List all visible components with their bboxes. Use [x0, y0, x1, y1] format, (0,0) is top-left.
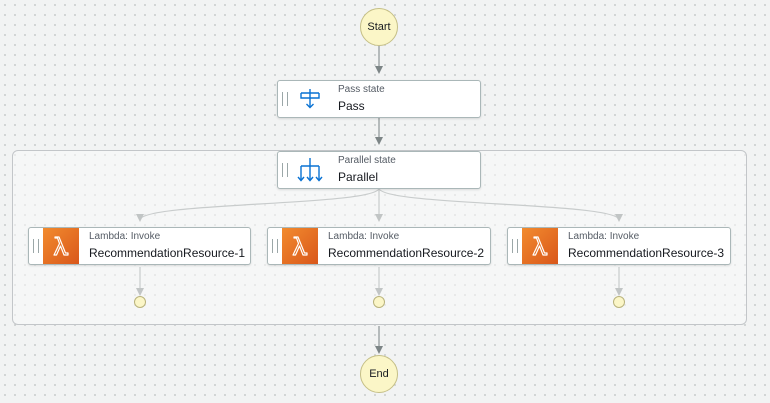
branch-2-end-marker — [373, 296, 385, 308]
drag-handle[interactable] — [33, 239, 39, 253]
pass-state-icon — [292, 81, 328, 117]
parallel-state-node[interactable]: Parallel state Parallel — [277, 151, 481, 189]
drag-handle[interactable] — [512, 239, 518, 253]
branch-2-type-label: Lambda: Invoke — [328, 231, 400, 242]
lambda-icon — [43, 228, 79, 264]
drag-handle[interactable] — [282, 92, 288, 106]
parallel-state-name: Parallel — [338, 170, 379, 184]
end-node[interactable]: End — [360, 355, 398, 393]
branch-1-end-marker — [134, 296, 146, 308]
drag-handle[interactable] — [282, 163, 288, 177]
branch-3-type-label: Lambda: Invoke — [568, 231, 640, 242]
pass-state-node[interactable]: Pass state Pass — [277, 80, 481, 118]
drag-handle[interactable] — [272, 239, 278, 253]
pass-state-type-label: Pass state — [338, 84, 385, 95]
branch-3-end-marker — [613, 296, 625, 308]
lambda-invoke-node-3[interactable]: Lambda: Invoke RecommendationResource-3 — [507, 227, 731, 265]
lambda-icon — [522, 228, 558, 264]
branch-1-type-label: Lambda: Invoke — [89, 231, 161, 242]
parallel-state-type-label: Parallel state — [338, 155, 396, 166]
parallel-state-icon — [292, 152, 328, 188]
start-label: Start — [367, 21, 391, 33]
lambda-invoke-node-2[interactable]: Lambda: Invoke RecommendationResource-2 — [267, 227, 491, 265]
branch-2-name: RecommendationResource-2 — [328, 246, 485, 260]
lambda-icon — [282, 228, 318, 264]
pass-state-name: Pass — [338, 99, 365, 113]
lambda-invoke-node-1[interactable]: Lambda: Invoke RecommendationResource-1 — [28, 227, 251, 265]
branch-1-name: RecommendationResource-1 — [89, 246, 246, 260]
start-node[interactable]: Start — [360, 8, 398, 46]
branch-3-name: RecommendationResource-3 — [568, 246, 725, 260]
end-label: End — [369, 368, 389, 380]
